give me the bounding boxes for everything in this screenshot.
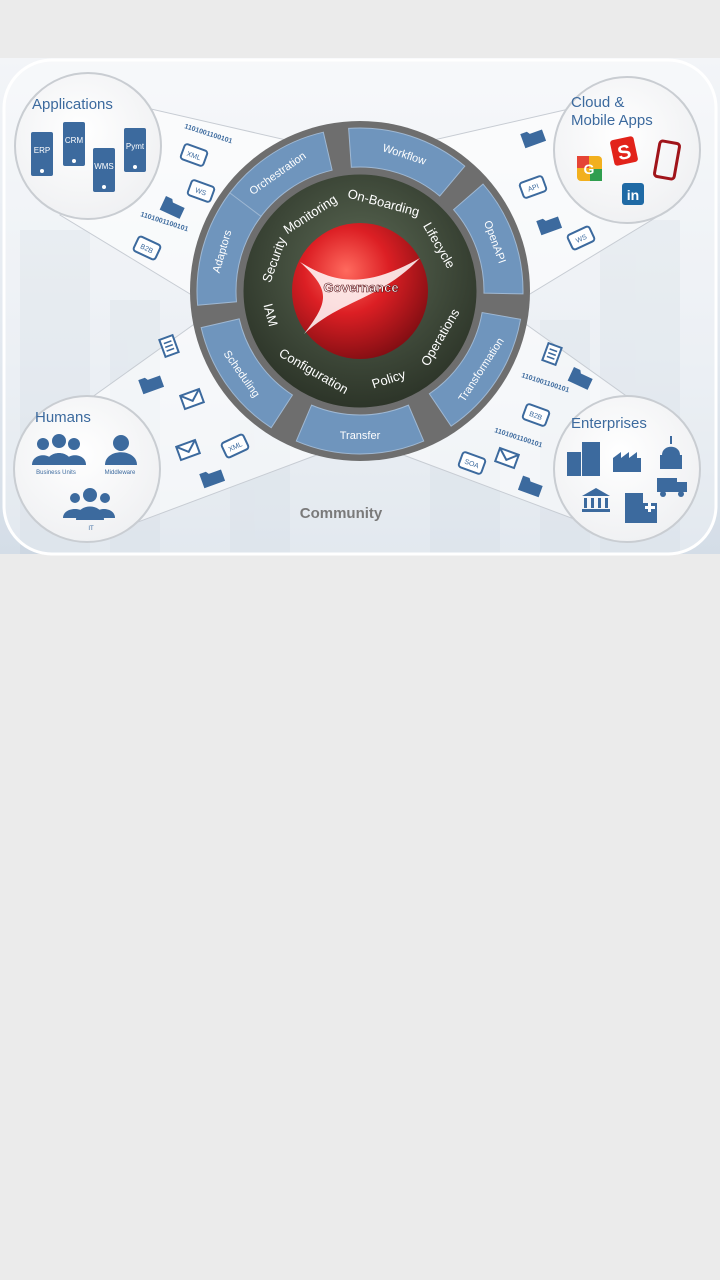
folder-icon [517, 475, 543, 498]
doc-tag-label: API [527, 183, 540, 193]
capitol-icon [660, 436, 682, 469]
server-icon: ERP [31, 132, 53, 176]
humans-label-it: IT [88, 526, 94, 532]
svg-text:G: G [584, 161, 595, 177]
envelope-icon [174, 438, 202, 462]
humans-label-middleware: Middleware [105, 470, 136, 476]
server-label-erp: ERP [34, 146, 50, 155]
outer-ring-label: Transfer [340, 430, 381, 442]
it-team-icon [63, 488, 115, 520]
doc-tag-icon: B2B [521, 403, 551, 427]
doc-tag-icon: B2B [132, 235, 162, 261]
folder-icon [159, 196, 185, 219]
doc-tag-icon: API [518, 175, 548, 199]
cloud-group: Cloud & Mobile Apps G S in [553, 76, 701, 224]
envelope-icon [493, 446, 521, 470]
humans-group: Humans Business Units Middleware IT [13, 395, 161, 543]
applications-group: Applications ERP CRM WMS Pymt [14, 72, 162, 220]
doc-tag-icon: SOA [457, 451, 487, 475]
core-swoosh [300, 258, 420, 334]
outer-ring-segment [295, 404, 425, 455]
outer-ring-segment [452, 183, 524, 295]
bank-icon [582, 488, 610, 512]
hospital-icon [625, 493, 657, 523]
doc-tag-icon: WS [186, 179, 216, 203]
s-app-icon: S [610, 136, 638, 166]
outer-ring-segment [428, 311, 522, 427]
doc-tag-icon: WS [566, 225, 596, 251]
server-label-wms: WMS [94, 162, 114, 171]
linkedin-icon: in [622, 183, 644, 205]
business-units-icon [32, 434, 86, 465]
google-icon: G [577, 156, 602, 181]
factory-icon [613, 452, 641, 472]
server-icon: CRM [63, 122, 85, 166]
folder-icon [520, 129, 547, 149]
community-label: Community [300, 505, 383, 522]
enterprises-title: Enterprises [571, 415, 647, 432]
server-label-crm: CRM [65, 136, 84, 145]
outer-ring-segment [196, 192, 262, 306]
cloud-title-line2: Mobile Apps [571, 112, 653, 129]
doc-tag-label: SOA [463, 459, 480, 471]
outer-ring-segment [348, 127, 466, 197]
doc-tag-icon: XML [220, 433, 250, 459]
server-icon: WMS [93, 148, 115, 192]
inner-ring-label: IAM [260, 302, 280, 328]
folder-icon [567, 367, 593, 390]
enterprises-group: Enterprises [553, 395, 701, 543]
governance-label: Governance [323, 280, 398, 295]
folder-icon [536, 216, 563, 236]
cloud-title-line1: Cloud & [571, 94, 624, 111]
humans-circle [13, 395, 161, 543]
truck-icon [657, 478, 687, 497]
svg-text:S: S [616, 141, 634, 165]
doc-tag-label: WS [575, 234, 588, 245]
doc-tag-icon: XML [179, 143, 209, 167]
applications-circle [14, 72, 162, 220]
server-icon: Pymt [124, 128, 146, 172]
doc-tag-label: WS [194, 187, 207, 198]
svg-text:in: in [627, 187, 639, 203]
building-icon [567, 442, 600, 476]
document-icon [541, 341, 563, 367]
folder-icon [199, 469, 226, 489]
doc-tag-label: XML [186, 151, 202, 163]
envelope-icon [178, 387, 206, 411]
doc-tag-label: B2B [528, 411, 543, 422]
applications-title: Applications [32, 96, 113, 113]
humans-title: Humans [35, 409, 91, 426]
folder-icon [138, 375, 165, 395]
document-icon [158, 333, 180, 359]
humans-label-business-units: Business Units [36, 470, 76, 476]
outer-ring-segment [222, 131, 333, 225]
server-label-pymt: Pymt [126, 142, 145, 151]
phone-icon [653, 139, 681, 181]
outer-ring-segment [200, 318, 294, 429]
middleware-person-icon [105, 435, 137, 465]
